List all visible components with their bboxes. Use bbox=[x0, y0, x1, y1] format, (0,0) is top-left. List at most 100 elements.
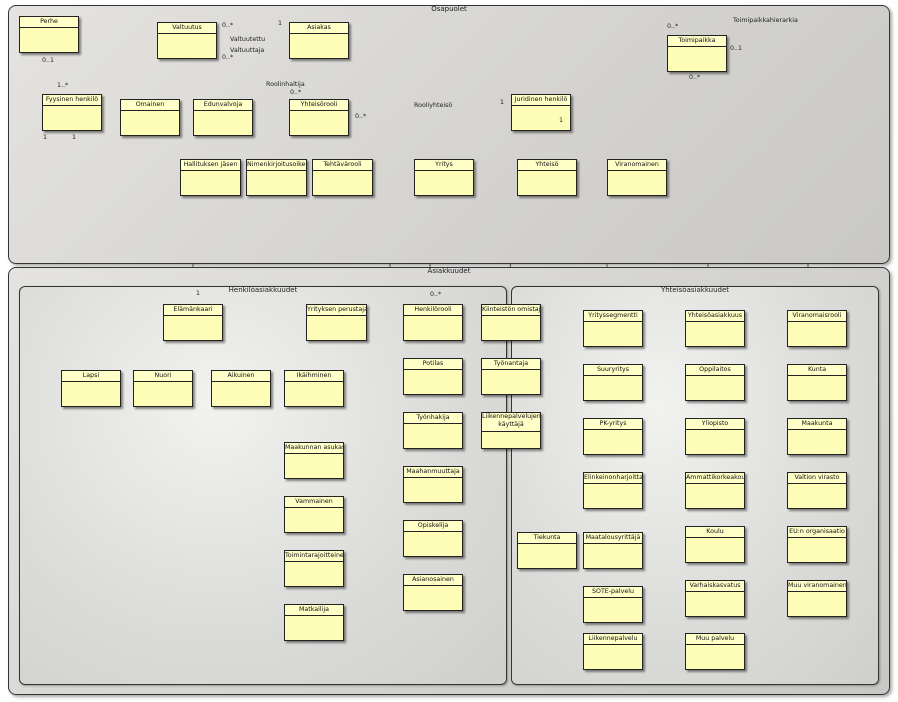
role-roolinhaltija: Roolinhaltija bbox=[266, 81, 305, 88]
class-lapsi[interactable]: Lapsi bbox=[61, 370, 121, 407]
class-name: Yritys bbox=[415, 160, 473, 171]
class-sote-palvelu[interactable]: SOTE-palvelu bbox=[583, 586, 643, 623]
class-name: Perhe bbox=[20, 17, 78, 28]
class-matkailija[interactable]: Matkailija bbox=[284, 604, 344, 641]
multiplicity-toimipaikka-top: 0..* bbox=[667, 23, 679, 30]
class-yrityssegmentti[interactable]: Yrityssegmentti bbox=[583, 310, 643, 347]
class-viranomaisrooli[interactable]: Viranomaisrooli bbox=[787, 310, 847, 347]
class-aikuinen[interactable]: Aikuinen bbox=[211, 370, 271, 407]
class-name: Viranomaisrooli bbox=[788, 311, 846, 322]
class-valtion-virasto[interactable]: Valtion virasto bbox=[787, 472, 847, 509]
class-maakunta[interactable]: Maakunta bbox=[787, 418, 847, 455]
class-tehtavarooli[interactable]: Tehtävärooli bbox=[312, 159, 373, 196]
class-name: Vammainen bbox=[285, 497, 343, 508]
class-name: Henkilörooli bbox=[404, 305, 462, 316]
class-fyysinen-henkilo[interactable]: Fyysinen henkilö bbox=[42, 94, 102, 131]
class-name: Työnhakija bbox=[404, 413, 462, 424]
class-name: Omainen bbox=[121, 100, 179, 111]
class-name: Suuryritys bbox=[584, 365, 642, 376]
class-vammainen[interactable]: Vammainen bbox=[284, 496, 344, 533]
class-kunta[interactable]: Kunta bbox=[787, 364, 847, 401]
class-name: Yhteisö bbox=[518, 160, 576, 171]
class-name: Matkailija bbox=[285, 605, 343, 616]
package-title: Osapuolet bbox=[431, 5, 467, 13]
class-name: Yhteisöasiakkuus bbox=[686, 311, 744, 322]
class-opiskelija[interactable]: Opiskelija bbox=[403, 520, 463, 557]
class-name: EU:n organisaatio bbox=[788, 527, 846, 538]
class-maatalousyrittaja[interactable]: Maatalousyrittäjä bbox=[583, 532, 643, 569]
class-name: Fyysinen henkilö bbox=[43, 95, 101, 106]
class-elamankaari[interactable]: Elämänkaari bbox=[163, 304, 223, 341]
class-tiekunta[interactable]: Tiekunta bbox=[517, 532, 577, 569]
class-viranomainen[interactable]: Viranomainen bbox=[607, 159, 667, 196]
class-kiinteiston-omistaja[interactable]: Kiinteistön omistaja bbox=[481, 304, 541, 341]
class-yrityksen-perustaja[interactable]: Yrityksen perustaja bbox=[306, 304, 367, 341]
class-name: Elinkeinonharjoittaja bbox=[584, 473, 642, 484]
multiplicity-roolinhaltija: 0..* bbox=[290, 89, 302, 96]
class-name: Maahanmuuttaja bbox=[404, 467, 462, 478]
multiplicity-yhteisorooli: 0..* bbox=[355, 113, 367, 120]
class-yhteiso[interactable]: Yhteisö bbox=[517, 159, 577, 196]
class-name: Yliopisto bbox=[686, 419, 744, 430]
class-edunvalvoja[interactable]: Edunvalvoja bbox=[193, 99, 253, 136]
multiplicity-fyysinen-left: 1 bbox=[43, 134, 48, 141]
class-name: Koulu bbox=[686, 527, 744, 538]
class-varhaiskasvatus[interactable]: Varhaiskasvatus bbox=[685, 580, 745, 617]
class-tyonantaja[interactable]: Työnantaja bbox=[481, 358, 541, 395]
class-muu-viranomainen[interactable]: Muu viranomainen bbox=[787, 580, 847, 617]
class-name: Yhteisörooli bbox=[290, 100, 348, 111]
class-name: Työnantaja bbox=[482, 359, 540, 370]
multiplicity-fyysinen-right: 1 bbox=[72, 134, 77, 141]
class-liikennepalvelujen-kayttaja[interactable]: Liikennepalvelujen käyttäjä bbox=[481, 412, 541, 449]
class-name: Juridinen henkilö bbox=[512, 95, 570, 106]
class-ikaihminen[interactable]: Ikäihminen bbox=[284, 370, 344, 407]
class-name: Ammattikorkeakoulu bbox=[686, 473, 744, 484]
class-name: SOTE-palvelu bbox=[584, 587, 642, 598]
class-maakunnan-asukas[interactable]: Maakunnan asukas bbox=[284, 442, 344, 479]
class-juridinen-henkilo[interactable]: Juridinen henkilö bbox=[511, 94, 571, 131]
class-valtuutus[interactable]: Valtuutus bbox=[157, 22, 217, 59]
class-asiakas[interactable]: Asiakas bbox=[289, 22, 349, 59]
class-omainen[interactable]: Omainen bbox=[120, 99, 180, 136]
class-toimipaikka[interactable]: Toimipaikka bbox=[667, 35, 727, 72]
class-elinkeinonharjoittaja[interactable]: Elinkeinonharjoittaja bbox=[583, 472, 643, 509]
class-oppilaitos[interactable]: Oppilaitos bbox=[685, 364, 745, 401]
class-yliopisto[interactable]: Yliopisto bbox=[685, 418, 745, 455]
class-potilas[interactable]: Potilas bbox=[403, 358, 463, 395]
class-name: Asianosainen bbox=[404, 575, 462, 586]
class-nimenkirjoitusoikeus[interactable]: Nimenkirjoitusoikeus bbox=[246, 159, 307, 196]
class-pk-yritys[interactable]: PK-yritys bbox=[583, 418, 643, 455]
multiplicity-valtuutus-2: 0..* bbox=[222, 54, 234, 61]
class-name: Valtion virasto bbox=[788, 473, 846, 484]
class-asianosainen[interactable]: Asianosainen bbox=[403, 574, 463, 611]
class-suuryritys[interactable]: Suuryritys bbox=[583, 364, 643, 401]
class-eu-n-organisaatio[interactable]: EU:n organisaatio bbox=[787, 526, 847, 563]
class-name: Lapsi bbox=[62, 371, 120, 382]
class-hallituksen-jasen[interactable]: Hallituksen jäsen bbox=[180, 159, 241, 196]
class-name: Tehtävärooli bbox=[313, 160, 372, 171]
role-toimipaikkahierarkia: Toimipaikkahierarkia bbox=[733, 17, 798, 24]
class-name: Nimenkirjoitusoikeus bbox=[247, 160, 306, 171]
class-toimintarajoitteinen[interactable]: Toimintarajoitteinen bbox=[284, 550, 344, 587]
class-muu-palvelu[interactable]: Muu palvelu bbox=[685, 633, 745, 670]
multiplicity-juridinen: 1 bbox=[559, 117, 564, 124]
class-name: Opiskelija bbox=[404, 521, 462, 532]
class-tyonhakija[interactable]: Työnhakija bbox=[403, 412, 463, 449]
class-name: Yrityksen perustaja bbox=[307, 305, 366, 316]
class-perhe[interactable]: Perhe bbox=[19, 16, 79, 53]
class-name: Nuori bbox=[134, 371, 192, 382]
class-name: Varhaiskasvatus bbox=[686, 581, 744, 592]
class-yhteisoasiakkuus[interactable]: Yhteisöasiakkuus bbox=[685, 310, 745, 347]
class-yritys[interactable]: Yritys bbox=[414, 159, 474, 196]
multiplicity-asiakas: 1 bbox=[278, 20, 283, 27]
class-name: Edunvalvoja bbox=[194, 100, 252, 111]
class-henkilorooli[interactable]: Henkilörooli bbox=[403, 304, 463, 341]
class-koulu[interactable]: Koulu bbox=[685, 526, 745, 563]
class-yhteisorooli[interactable]: Yhteisörooli bbox=[289, 99, 349, 136]
class-name: Muu viranomainen bbox=[788, 581, 846, 592]
class-nuori[interactable]: Nuori bbox=[133, 370, 193, 407]
class-liikennepalvelu[interactable]: Liikennepalvelu bbox=[583, 633, 643, 670]
class-name: Oppilaitos bbox=[686, 365, 744, 376]
class-maahanmuuttaja[interactable]: Maahanmuuttaja bbox=[403, 466, 463, 503]
class-ammattikorkeakoulu[interactable]: Ammattikorkeakoulu bbox=[685, 472, 745, 509]
